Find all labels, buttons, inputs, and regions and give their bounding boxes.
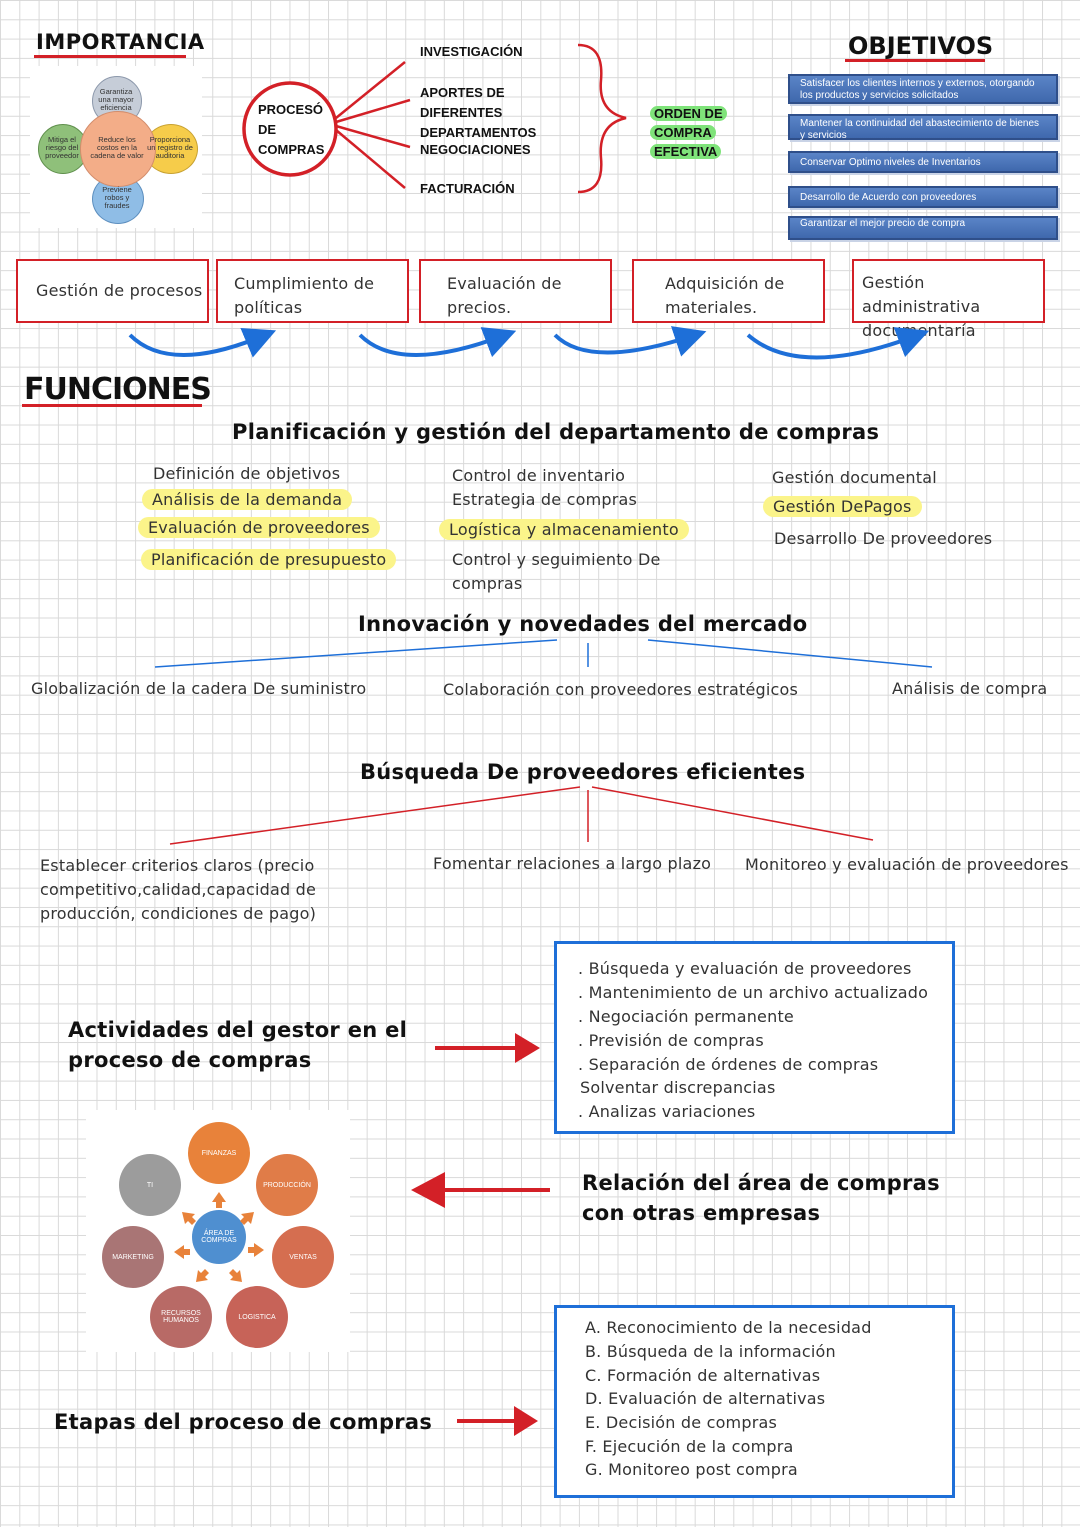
flow-arrows: [128, 326, 930, 360]
venn-left-circle: [38, 124, 88, 174]
func-item-highlighted: Planificación de presupuesto: [141, 549, 397, 570]
flow-box-evaluacion: [419, 259, 612, 323]
func-item-highlighted: Logística y almacenamiento: [439, 519, 689, 540]
importancia-venn: Garantiza una mayor eficiencia Mitiga el…: [30, 66, 202, 228]
actividades-item: . Negociación permanente: [578, 1007, 794, 1026]
objetivo-item: Mantener la continuidad del abastecimien…: [788, 114, 1058, 141]
node-ti: TI: [119, 1154, 181, 1216]
innovacion-item: Análisis de compra: [892, 679, 1048, 698]
relacion-arrow: [411, 1172, 550, 1208]
flow-box-gestion-admin: [852, 259, 1045, 323]
busqueda-lines: [169, 786, 874, 845]
etapas-arrow: [457, 1406, 538, 1436]
func-item: Control de inventario: [452, 466, 626, 485]
actividades-item: . Previsión de compras: [578, 1031, 764, 1050]
objetivos-underline: [845, 59, 985, 62]
actividades-item: Solventar discrepancias: [580, 1078, 776, 1097]
etapa-item: G. Monitoreo post compra: [585, 1460, 798, 1479]
importancia-underline: [34, 55, 186, 58]
etapa-item: D. Evaluación de alternativas: [585, 1389, 826, 1408]
node-logistica: LOGISTICA: [226, 1286, 288, 1348]
busqueda-item: Fomentar relaciones a largo plazo: [433, 854, 712, 873]
planificacion-title: Planificación y gestión del departamento…: [232, 420, 880, 444]
proceso-diagram-lines: [242, 43, 627, 194]
actividades-arrow: [435, 1033, 540, 1063]
flow-box-cumplimiento: [216, 259, 409, 323]
node-finanzas: FINANZAS: [188, 1122, 250, 1184]
func-item: Control y seguimiento De compras: [452, 550, 661, 593]
flow-label: Evaluación de precios.: [447, 274, 562, 317]
func-item-highlighted: Gestión DePagos: [763, 496, 922, 517]
objetivos-title: OBJETIVOS: [848, 32, 994, 60]
relacion-diagram: FINANZAS PRODUCCIÓN VENTAS LOGISTICA REC…: [86, 1110, 350, 1352]
flow-box-gestion-procesos: [16, 259, 209, 323]
actividades-box: [554, 941, 955, 1134]
branch-aportes: APORTES DE DIFERENTES DEPARTAMENTOS: [420, 85, 537, 140]
etapas-title: Etapas del proceso de compras: [54, 1410, 433, 1434]
busqueda-item: Establecer criterios claros (precio comp…: [40, 856, 317, 923]
innovacion-lines: [154, 639, 933, 668]
node-produccion: PRODUCCIÓN: [256, 1154, 318, 1216]
objetivo-item: Garantizar el mejor precio de compra: [788, 216, 1058, 240]
objetivo-item: Desarrollo de Acuerdo con proveedores: [788, 186, 1058, 208]
actividades-item: . Mantenimiento de un archivo actualizad…: [578, 983, 929, 1002]
relacion-arrows: [174, 1192, 264, 1282]
flow-label: Gestión de procesos: [36, 281, 203, 300]
node-area-compras: ÁREA DE COMPRAS: [192, 1210, 246, 1264]
node-rrhh: RECURSOS HUMANOS: [150, 1286, 212, 1348]
proceso-center-label: PROCESÓ DE COMPRAS: [258, 102, 325, 157]
orden-compra-label: ORDEN DE COMPRA EFECTIVA: [650, 104, 778, 161]
venn-bottom-text: Previene robos y fraudes: [102, 185, 132, 210]
node-ventas: VENTAS: [272, 1226, 334, 1288]
actividades-item: . Analizas variaciones: [578, 1102, 756, 1121]
func-item: Gestión documental: [772, 468, 937, 487]
venn-left-text: Mitiga el riesgo del proveedor: [45, 135, 79, 160]
relacion-title: Relación del área de compras con otras e…: [582, 1171, 940, 1225]
func-item-highlighted: Evaluación de proveedores: [138, 517, 380, 538]
etapas-box: [554, 1305, 955, 1498]
func-item: Definición de objetivos: [153, 464, 341, 483]
innovacion-item: Colaboración con proveedores estratégico…: [443, 680, 799, 699]
etapa-item: C. Formación de alternativas: [585, 1366, 821, 1385]
funciones-underline: [22, 404, 202, 407]
actividades-item: . Búsqueda y evaluación de proveedores: [578, 959, 912, 978]
objetivo-item: Conservar Optimo niveles de Inventarios: [788, 151, 1058, 173]
innovacion-item: Globalización de la cadera De suministro: [31, 679, 367, 698]
venn-center-circle: [80, 111, 156, 187]
flow-box-adquisicion: [632, 259, 825, 323]
etapa-item: A. Reconocimiento de la necesidad: [585, 1318, 872, 1337]
etapa-item: F. Ejecución de la compra: [585, 1437, 794, 1456]
func-item-highlighted: Análisis de la demanda: [142, 489, 353, 510]
func-item: Estrategia de compras: [452, 490, 638, 509]
venn-top-text: Garantiza una mayor eficiencia: [98, 87, 134, 112]
node-marketing: MARKETING: [102, 1226, 164, 1288]
actividades-item: . Separación de órdenes de compras: [578, 1055, 879, 1074]
actividades-title: Actividades del gestor en el proceso de …: [68, 1018, 408, 1072]
venn-center-text: Reduce los costos en la cadena de valor: [90, 135, 144, 160]
innovacion-title: Innovación y novedades del mercado: [358, 612, 808, 636]
flow-label: Adquisición de materiales.: [665, 274, 785, 317]
etapa-item: E. Decisión de compras: [585, 1413, 778, 1432]
busqueda-title: Búsqueda De proveedores eficientes: [360, 760, 806, 784]
branch-facturacion: FACTURACIÓN: [420, 181, 515, 196]
flow-label: Cumplimiento de políticas: [234, 274, 375, 317]
objetivo-item: Satisfacer los clientes internos y exter…: [788, 74, 1058, 104]
branch-negociaciones: NEGOCIACIONES: [420, 142, 531, 157]
func-item: Desarrollo De proveedores: [774, 529, 993, 548]
venn-right-text: Proporciona un registro de auditoria: [147, 135, 193, 160]
branch-investigacion: INVESTIGACIÓN: [420, 44, 523, 59]
etapa-item: B. Búsqueda de la información: [585, 1342, 836, 1361]
funciones-title: FUNCIONES: [24, 372, 212, 407]
busqueda-item: Monitoreo y evaluación de proveedores: [745, 855, 1069, 874]
importancia-title: IMPORTANCIA: [36, 30, 205, 54]
